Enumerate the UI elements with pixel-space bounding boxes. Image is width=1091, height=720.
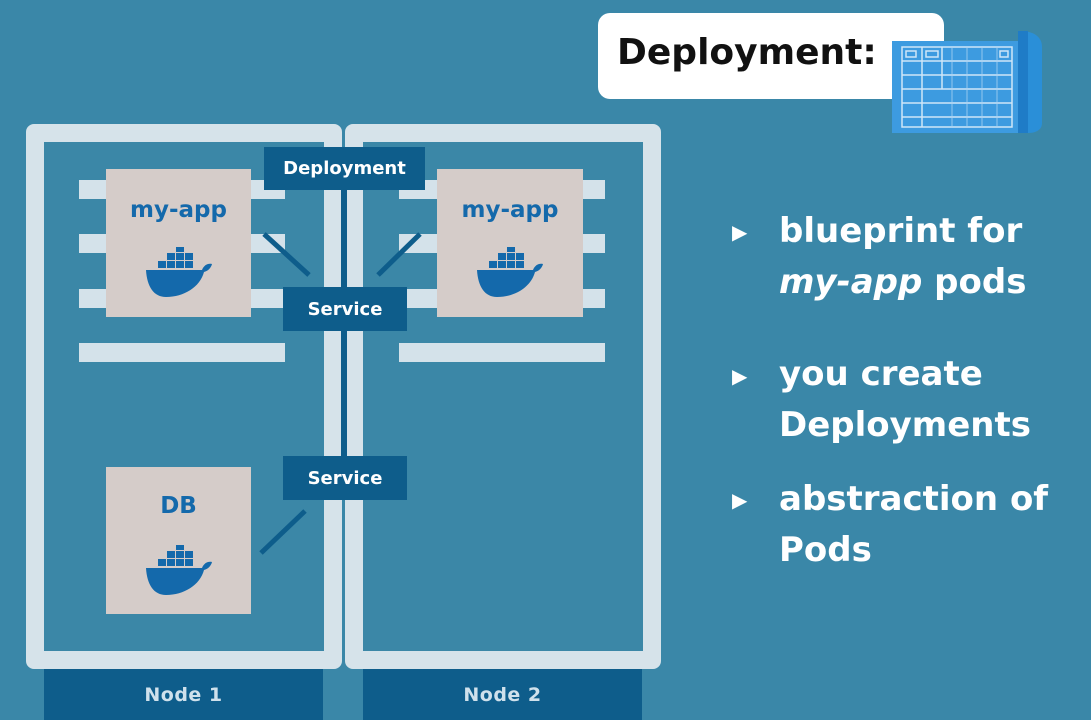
bullet-1-rest: pods — [922, 262, 1027, 302]
pod1-service-link — [262, 232, 311, 277]
bullet-1-line-1: blueprint for — [779, 211, 1023, 251]
node-1-stripe — [79, 343, 285, 362]
docker-whale-icon — [477, 247, 543, 297]
service-box-top: Service — [283, 287, 407, 331]
deployment-box: Deployment — [264, 147, 425, 190]
blueprint-scroll-icon — [892, 31, 1042, 133]
node-1-label: Node 1 — [44, 669, 323, 720]
db-service-link — [259, 509, 307, 555]
node-2-frame — [345, 124, 661, 669]
triangle-right-icon: ▶ — [732, 488, 748, 512]
pod-label: DB — [160, 493, 197, 519]
pod-my-app-node-2: my-app — [437, 169, 583, 317]
bullet-2-line-2: Deployments — [779, 405, 1031, 445]
bullet-3-line-2: Pods — [779, 530, 872, 570]
service-box-bottom: Service — [283, 456, 407, 500]
callout-box — [598, 13, 944, 99]
pod2-service-link — [376, 232, 422, 277]
bullet-1-italic: my-app — [779, 262, 923, 302]
docker-whale-icon — [146, 247, 212, 297]
pod-label: my-app — [461, 197, 559, 223]
node-2-label: Node 2 — [363, 669, 642, 720]
pod-my-app-node-1: my-app — [106, 169, 251, 317]
callout-title: Deployment: — [617, 32, 877, 73]
pod-label: my-app — [130, 197, 227, 223]
pod-db-node-1: DB — [106, 467, 251, 614]
bullet-3-line-1: abstraction of — [779, 479, 1049, 519]
triangle-right-icon: ▶ — [732, 364, 748, 388]
node-2-stripe — [399, 343, 605, 362]
triangle-right-icon: ▶ — [732, 220, 748, 244]
bullet-1-line-2: my-app pods — [779, 257, 1026, 308]
bullet-2-line-1: you create — [779, 354, 983, 394]
docker-whale-icon — [146, 545, 212, 595]
